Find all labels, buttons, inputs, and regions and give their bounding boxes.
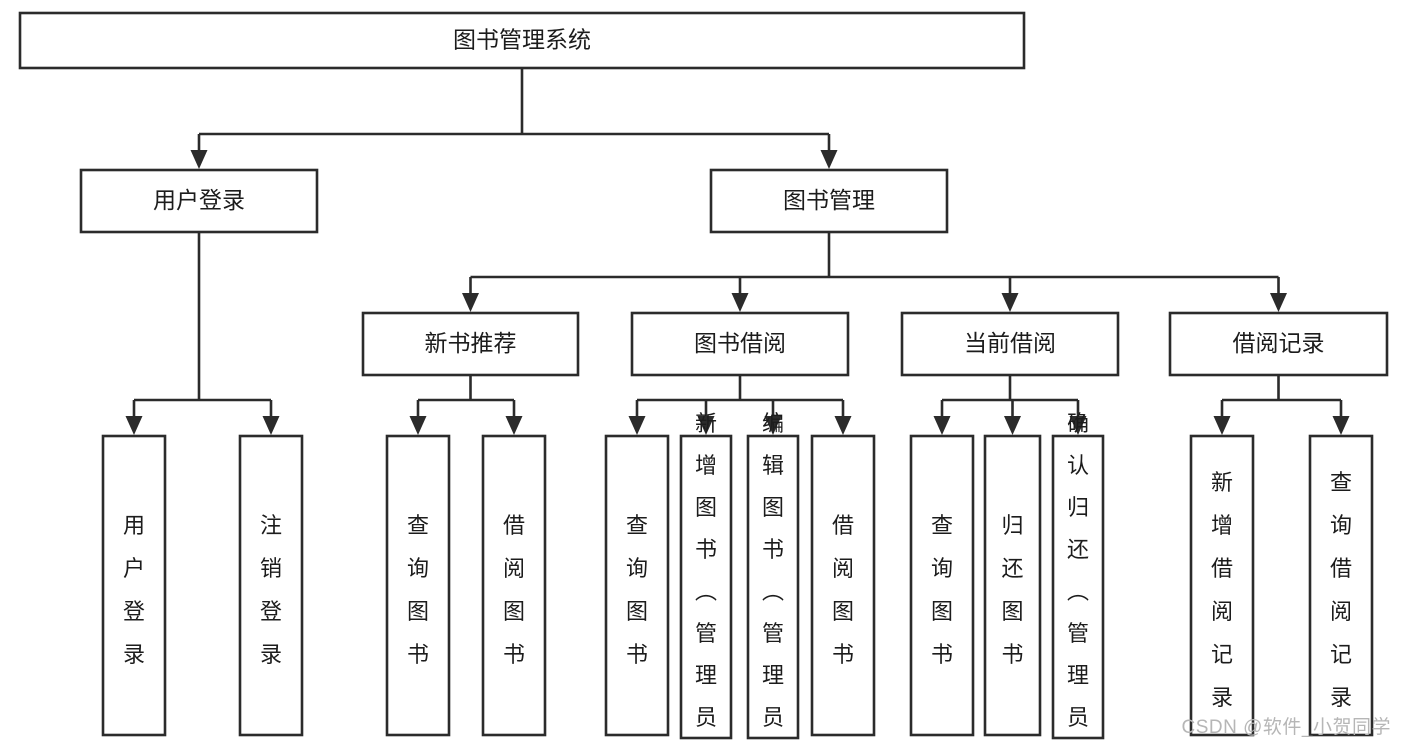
node-label: 借阅记录 — [1233, 330, 1325, 356]
node-label: 新增借阅记录 — [1211, 470, 1233, 710]
connector-group — [409, 375, 523, 435]
node-l3-borrow-record[interactable]: 借阅记录 — [1168, 311, 1389, 377]
node-l2-user-login[interactable]: 用户登录 — [79, 168, 319, 234]
node-l4-confirm-return[interactable]: 确认归还︵管理员︶ — [1051, 411, 1105, 747]
node-label: 确认归还︵管理员︶ — [1067, 411, 1089, 747]
node-label: 借阅图书 — [832, 513, 854, 667]
node-label: 注销登录 — [260, 513, 282, 667]
node-l4-edit-book[interactable]: 编辑图书︵管理员︶ — [746, 411, 800, 747]
node-l4-logout[interactable]: 注销登录 — [238, 434, 304, 737]
node-root[interactable]: 图书管理系统 — [18, 11, 1026, 70]
node-l3-current-borrow[interactable]: 当前借阅 — [900, 311, 1120, 377]
node-l4-add-book[interactable]: 新增图书︵管理员︶ — [679, 411, 733, 747]
node-l4-query-book-c[interactable]: 查询图书 — [909, 434, 975, 737]
connector-group — [125, 232, 280, 435]
node-l4-query-book-b[interactable]: 查询图书 — [604, 434, 670, 737]
node-l4-add-record[interactable]: 新增借阅记录 — [1189, 434, 1255, 737]
node-label: 查询图书 — [407, 513, 429, 667]
node-label: 借阅图书 — [503, 513, 525, 667]
node-label: 新增图书︵管理员︶ — [695, 411, 717, 747]
connector-group — [1213, 375, 1350, 435]
node-l2-book-manage[interactable]: 图书管理 — [709, 168, 949, 234]
node-l4-borrow-book-b[interactable]: 借阅图书 — [810, 434, 876, 737]
node-label: 查询图书 — [931, 513, 953, 667]
node-label: 归还图书 — [1001, 513, 1023, 667]
node-layer: 图书管理系统用户登录图书管理新书推荐图书借阅当前借阅借阅记录用户登录注销登录查询… — [18, 11, 1389, 747]
node-l4-user-login[interactable]: 用户登录 — [101, 434, 167, 737]
node-l4-query-book-a[interactable]: 查询图书 — [385, 434, 451, 737]
connector-group — [933, 375, 1087, 435]
node-l4-return-book[interactable]: 归还图书 — [983, 434, 1042, 737]
node-label: 当前借阅 — [964, 330, 1056, 356]
node-label: 图书管理系统 — [453, 27, 591, 53]
node-label: 查询图书 — [626, 513, 648, 667]
node-label: 用户登录 — [153, 187, 245, 213]
node-label: 新书推荐 — [425, 330, 517, 356]
connector-group — [190, 68, 838, 169]
node-l4-borrow-book-a[interactable]: 借阅图书 — [481, 434, 547, 737]
node-label: 图书管理 — [783, 187, 875, 213]
connector-layer — [125, 68, 1350, 435]
node-label: 查询借阅记录 — [1330, 470, 1352, 710]
node-label: 图书借阅 — [694, 330, 786, 356]
connector-group — [462, 232, 1287, 312]
node-l3-new-book-rec[interactable]: 新书推荐 — [361, 311, 580, 377]
node-label: 用户登录 — [123, 513, 145, 667]
node-l3-book-borrow[interactable]: 图书借阅 — [630, 311, 850, 377]
node-label: 编辑图书︵管理员︶ — [762, 411, 784, 747]
connector-group — [628, 375, 852, 435]
node-l4-query-record[interactable]: 查询借阅记录 — [1308, 434, 1374, 737]
